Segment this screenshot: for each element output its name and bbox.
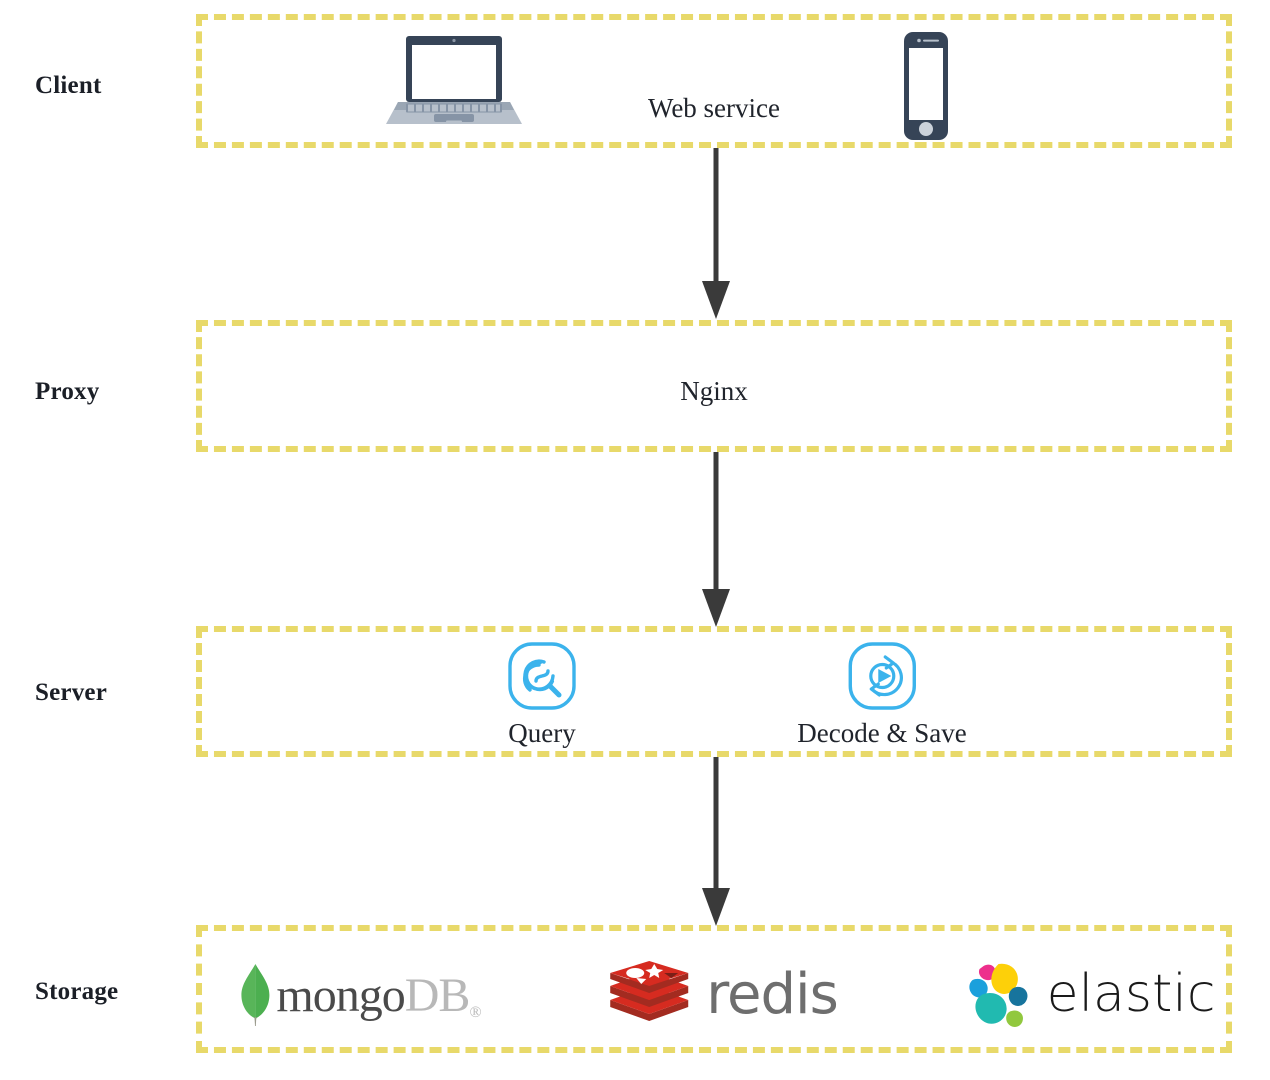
row-label-storage: Storage — [35, 978, 119, 1005]
laptop-icon — [384, 32, 524, 132]
laptop-node — [384, 32, 524, 132]
mongodb-logo[interactable]: mongo DB ® — [238, 962, 482, 1028]
zone-proxy: Nginx — [196, 320, 1232, 452]
mongodb-registered-mark: ® — [469, 1004, 482, 1021]
redis-wordmark: redis — [706, 961, 839, 1027]
row-label-server: Server — [35, 679, 107, 706]
elastic-wordmark: elastic — [1046, 964, 1216, 1025]
decode-save-icon[interactable] — [846, 640, 918, 712]
smartphone-icon — [896, 28, 956, 144]
web-service-label: Web service — [647, 93, 781, 123]
smartphone-node — [896, 28, 956, 144]
decode-save-label: Decode & Save — [797, 718, 967, 748]
arrow-proxy-to-server — [699, 452, 733, 628]
redis-logo[interactable]: redis — [606, 959, 839, 1031]
decode-save-service[interactable]: Decode & Save — [797, 640, 967, 749]
elastic-logo[interactable]: elastic — [961, 960, 1216, 1030]
mongodb-leaf-icon — [238, 962, 272, 1028]
elastic-cluster-icon — [961, 960, 1035, 1030]
query-label: Query — [508, 718, 576, 748]
redis-stack-icon — [606, 959, 692, 1031]
mongodb-wordmark-mongo: mongo — [276, 968, 405, 1022]
mongodb-wordmark-db: DB — [404, 968, 471, 1022]
zone-client: Web service — [196, 14, 1232, 148]
row-label-proxy: Proxy — [35, 378, 100, 405]
query-icon[interactable] — [506, 640, 578, 712]
nginx-label: Nginx — [680, 376, 748, 406]
arrow-server-to-storage — [699, 757, 733, 927]
arrow-client-to-proxy — [699, 148, 733, 320]
zone-server: Query Decode — [196, 626, 1232, 757]
zone-storage: mongo DB ® — [196, 925, 1232, 1053]
row-label-client: Client — [35, 72, 102, 99]
query-service[interactable]: Query — [506, 640, 578, 749]
